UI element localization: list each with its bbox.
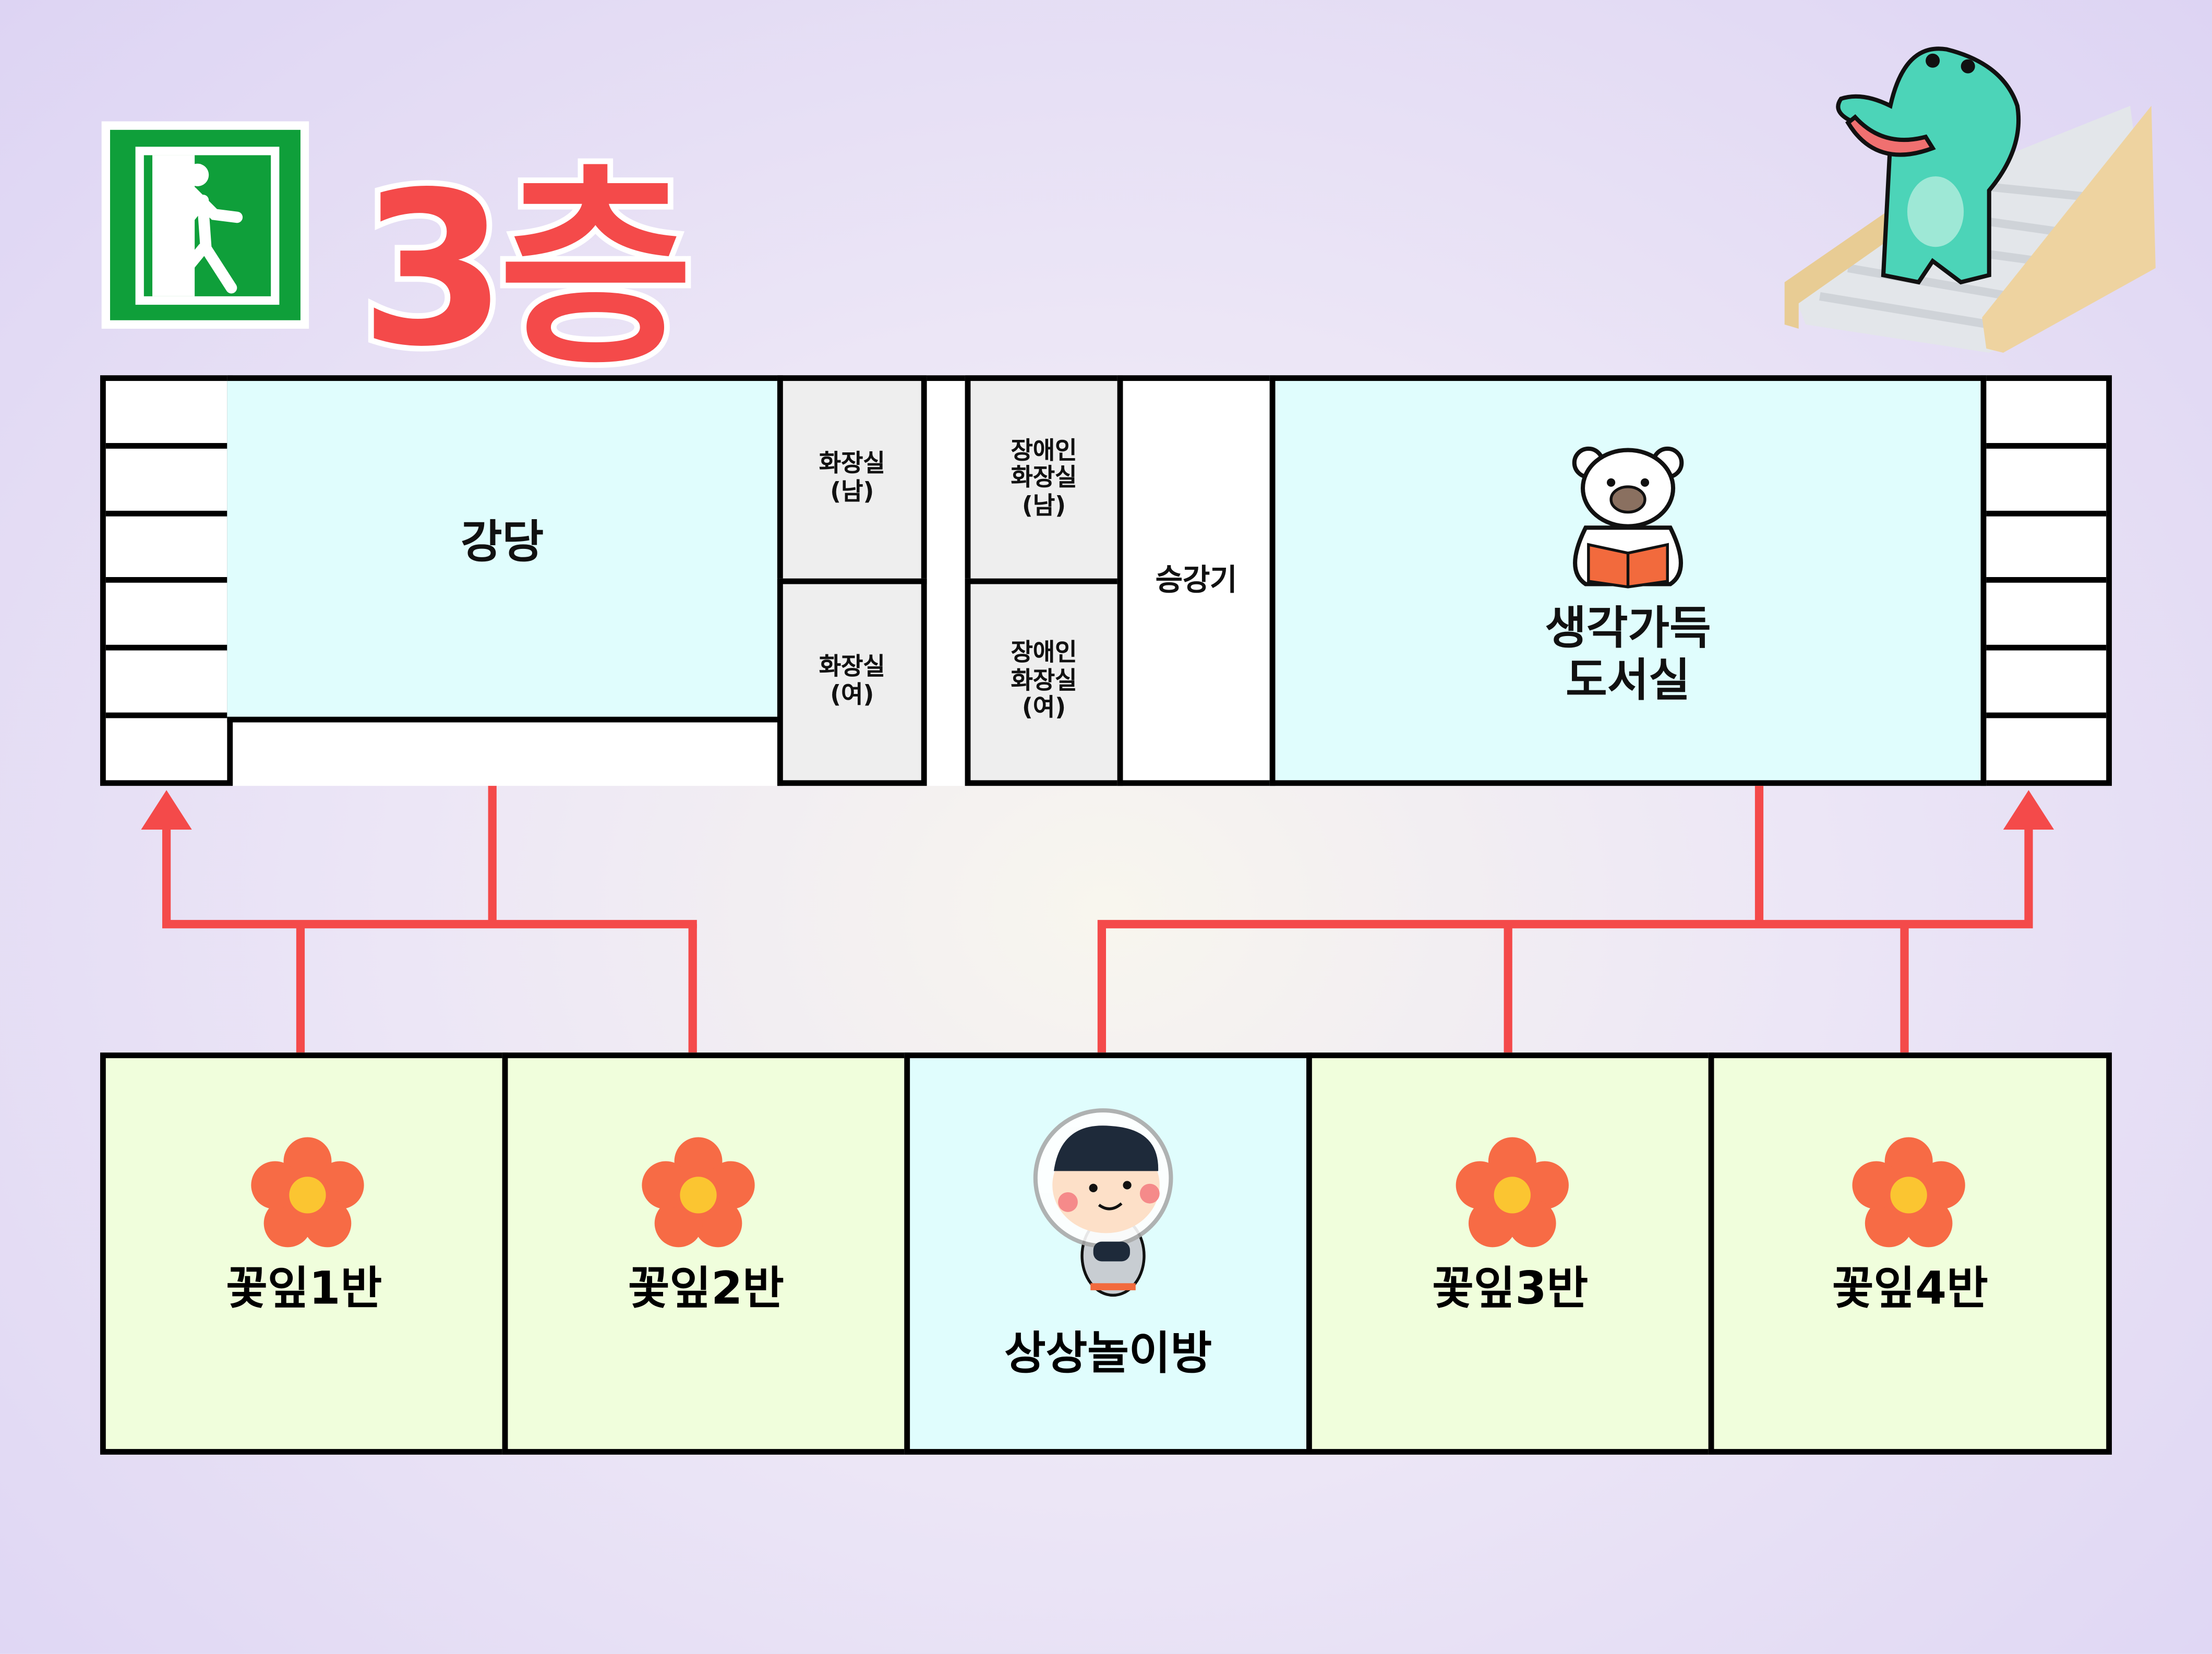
arrow-up-right-icon <box>2003 790 2054 830</box>
classroom-2: 꽃잎2반 <box>502 1052 910 1455</box>
classroom-3: 꽃잎3반 <box>1306 1052 1714 1455</box>
astronaut-kid-icon <box>1033 1108 1173 1297</box>
flower-icon <box>251 1137 364 1248</box>
classroom-1: 꽃잎1반 <box>100 1052 508 1455</box>
emergency-exit-icon <box>101 121 309 329</box>
classroom-4-label: 꽃잎4반 <box>1832 1261 1988 1315</box>
floor-title: 3층 <box>354 142 699 399</box>
restroom-female: 화장실 (여) <box>777 578 927 786</box>
classroom-1-label: 꽃잎1반 <box>226 1261 382 1315</box>
classroom-3-label: 꽃잎3반 <box>1432 1261 1589 1315</box>
restroom-female-label: 화장실 (여) <box>819 653 885 709</box>
classroom-4: 꽃잎4반 <box>1708 1052 2112 1455</box>
library-label: 생각가득 도서실 <box>1545 601 1711 707</box>
bear-reading-icon <box>1572 447 1684 589</box>
left-stairs <box>100 375 233 786</box>
imagination-playroom: 상상놀이방 <box>904 1052 1312 1455</box>
accessible-restroom-male-label: 장애인 화장실 (남) <box>1011 437 1077 521</box>
dinosaur-stairs-illustration <box>1784 46 2156 353</box>
flower-icon <box>642 1137 755 1248</box>
flower-icon <box>1456 1137 1569 1248</box>
accessible-restroom-female-label: 장애인 화장실 (여) <box>1011 639 1077 723</box>
auditorium: 강당 <box>227 375 783 723</box>
route-right <box>1097 818 2033 1053</box>
classroom-2-label: 꽃잎2반 <box>628 1261 784 1315</box>
elevator-label: 승강기 <box>1155 564 1237 597</box>
library: 생각가득 도서실 <box>1269 375 1987 786</box>
arrow-up-left-icon <box>141 790 192 830</box>
restroom-male: 화장실 (남) <box>777 375 927 584</box>
flower-icon <box>1852 1137 1965 1248</box>
imagination-playroom-label: 상상놀이방 <box>1004 1326 1212 1380</box>
elevator: 승강기 <box>1117 375 1276 786</box>
auditorium-label: 강당 <box>461 514 544 568</box>
accessible-restroom-female: 장애인 화장실 (여) <box>965 578 1123 786</box>
route-left <box>162 818 697 929</box>
restroom-male-label: 화장실 (남) <box>819 450 885 507</box>
